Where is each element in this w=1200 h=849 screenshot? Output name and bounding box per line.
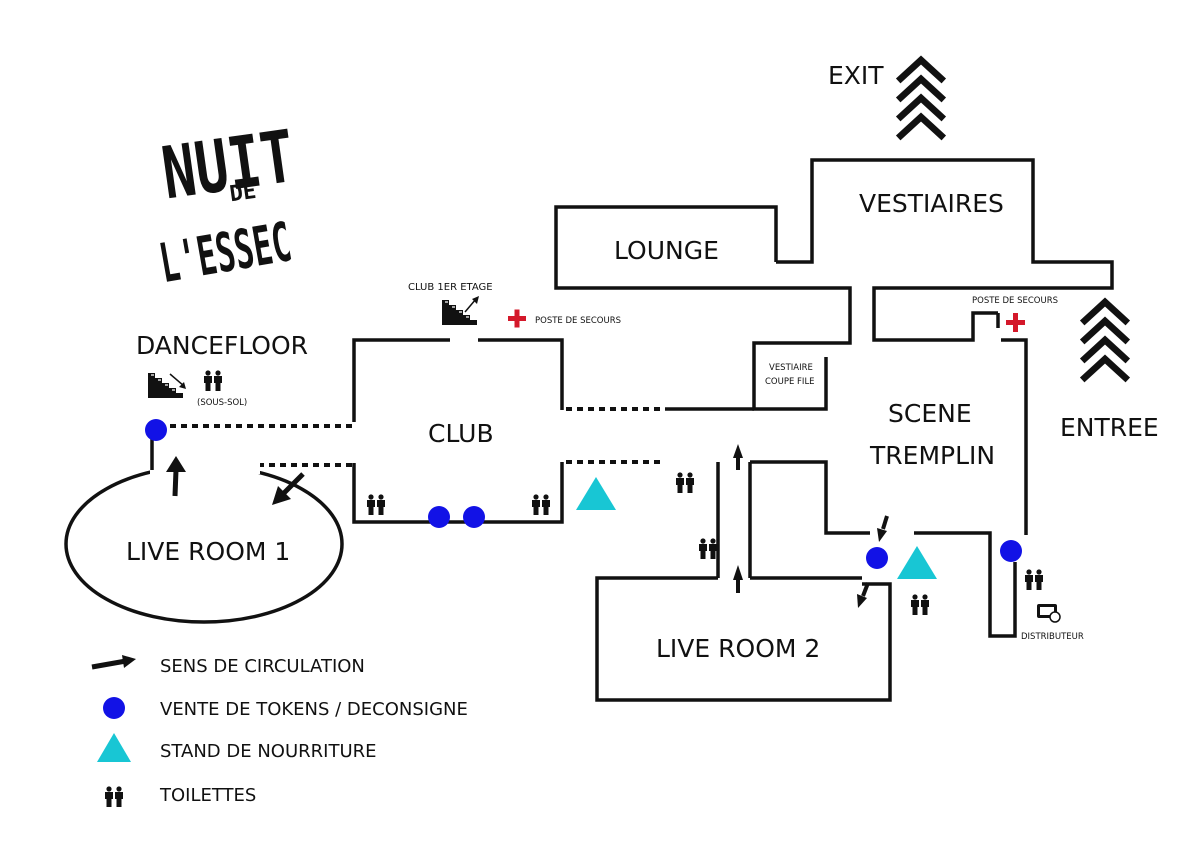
circulation-arrows xyxy=(166,444,889,608)
food-stand xyxy=(897,546,937,579)
toilet-icon xyxy=(105,786,123,807)
scene-label-line1: SCENE xyxy=(888,399,972,428)
poste-de-secours-club-label: POSTE DE SECOURS xyxy=(535,316,621,326)
vestiaire-coupe-file-label-line2: COUPE FILE xyxy=(765,377,815,387)
legend-item-tokens: VENTE DE TOKENS / DECONSIGNE xyxy=(103,697,468,720)
toilet-icon xyxy=(532,494,550,515)
logo: NUIT DE L'ESSEC xyxy=(155,114,299,295)
entree-chevron-icon xyxy=(1082,302,1128,380)
legend-label: STAND DE NOURRITURE xyxy=(160,741,377,762)
club-1er-etage-label: CLUB 1ER ETAGE xyxy=(408,282,493,293)
lounge-walls xyxy=(554,205,852,345)
logo-line-nuit: NUIT xyxy=(157,114,299,216)
dancefloor-label: DANCEFLOOR xyxy=(136,331,308,360)
arrow-icon xyxy=(877,515,889,542)
lounge-label: LOUNGE xyxy=(614,236,719,265)
legend-label: VENTE DE TOKENS / DECONSIGNE xyxy=(160,699,468,720)
exit-label: EXIT xyxy=(828,61,884,90)
club-upper-right-walls xyxy=(478,338,564,410)
food-triangle-icon xyxy=(97,733,131,762)
legend-label: SENS DE CIRCULATION xyxy=(160,656,365,677)
toilet-icon xyxy=(911,594,929,615)
stairs-down-icon xyxy=(147,372,184,399)
token-point xyxy=(866,547,888,569)
toilet-icon xyxy=(1025,569,1043,590)
scene-label-line2: TREMPLIN xyxy=(869,441,995,470)
logo-line-de: DE xyxy=(228,179,258,207)
logo-line-lessec: L'ESSEC xyxy=(155,210,296,295)
club-upper-walls xyxy=(352,338,450,422)
token-point xyxy=(1000,540,1022,562)
vestiaires-walls xyxy=(776,158,1114,342)
arrow-icon xyxy=(733,444,743,470)
sous-sol-label: (SOUS-SOL) xyxy=(197,398,247,408)
distributeur-label: DISTRIBUTEUR xyxy=(1021,632,1084,642)
food-stand xyxy=(576,477,616,510)
live-room-2-walls xyxy=(595,576,892,702)
token-point xyxy=(145,419,167,441)
legend-item-circulation: SENS DE CIRCULATION xyxy=(91,655,365,677)
atm-icon xyxy=(1037,604,1061,623)
live-room-1-label: LIVE ROOM 1 xyxy=(126,537,290,566)
toilet-icon xyxy=(204,370,222,391)
floor-plan-walls xyxy=(352,158,1114,702)
legend: SENS DE CIRCULATION VENTE DE TOKENS / DE… xyxy=(91,655,468,807)
live-room-2-label: LIVE ROOM 2 xyxy=(656,634,820,663)
token-point xyxy=(463,506,485,528)
vestiaire-coupe-file-walls xyxy=(752,341,830,411)
club-lower-walls xyxy=(352,462,564,524)
dashed-corridors xyxy=(170,407,665,467)
token-dot-icon xyxy=(103,697,125,719)
arrow-icon xyxy=(857,582,870,608)
vestiaires-label: VESTIAIRES xyxy=(859,189,1004,218)
toilet-icon xyxy=(699,538,717,559)
arrow-icon xyxy=(733,565,743,593)
first-aid-icon xyxy=(1006,313,1025,332)
token-point xyxy=(428,506,450,528)
toilet-icon xyxy=(676,472,694,493)
entree-label: ENTREE xyxy=(1060,413,1159,442)
club-label: CLUB xyxy=(428,419,494,448)
first-aid-icon xyxy=(508,309,526,328)
vestiaire-coupe-file-label-line1: VESTIAIRE xyxy=(769,363,813,373)
poste-de-secours-entree-label: POSTE DE SECOURS xyxy=(972,296,1058,306)
scene-tremplin-walls xyxy=(750,460,870,535)
legend-label: TOILETTES xyxy=(159,785,256,806)
arrow-icon xyxy=(166,456,186,497)
legend-item-toilets: TOILETTES xyxy=(105,785,256,807)
exit-chevron-icon xyxy=(898,60,944,138)
arrow-icon xyxy=(272,472,305,505)
toilet-icon xyxy=(367,494,385,515)
legend-item-food: STAND DE NOURRITURE xyxy=(97,733,377,762)
